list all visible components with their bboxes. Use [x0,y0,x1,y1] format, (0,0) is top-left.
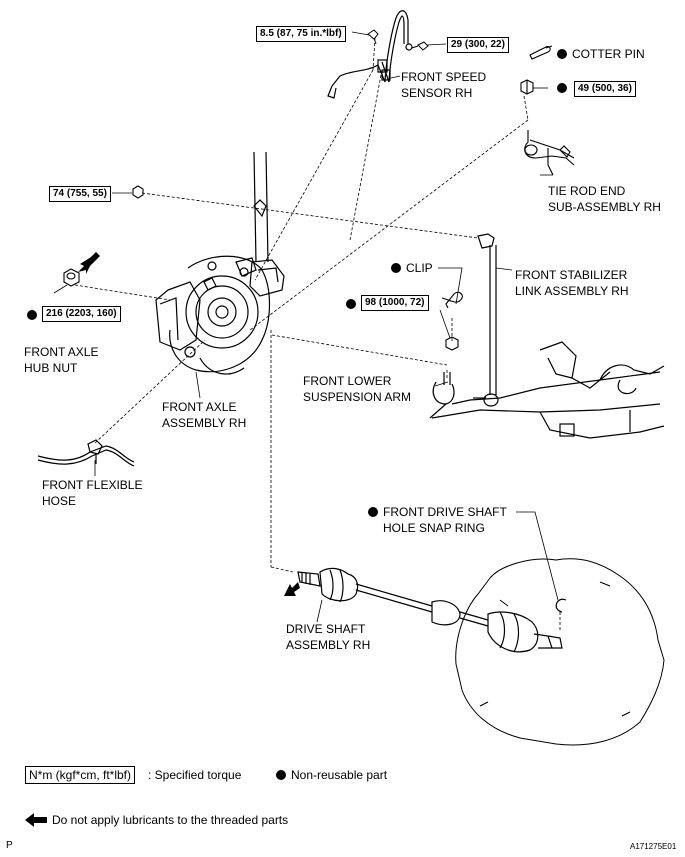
leader-lines [53,31,559,623]
no-lubricant-arrow-hub [78,252,100,274]
assembly-dashed-lines [74,37,561,632]
label-drive-shaft-line2: ASSEMBLY RH [286,638,371,652]
non-reusable-dot [276,770,286,780]
label-front-speed-sensor-line2: SENSOR RH [401,86,473,100]
label-tie-rod-end-line1: TIE ROD END [548,184,626,198]
footer-page-letter: P [6,840,13,851]
label-snap-ring-line1: FRONT DRIVE SHAFT [368,505,507,520]
label-front-axle-hub-nut-line1: FRONT AXLE [24,345,99,359]
label-front-stabilizer-line1: FRONT STABILIZER [515,268,628,282]
stabilizer-nut-part [132,185,144,199]
label-front-lower-arm-line2: SUSPENSION ARM [303,390,412,404]
snap-ring-part [555,598,567,613]
label-front-flexible-hose-line1: FRONT FLEXIBLE [42,478,143,492]
non-reusable-dot [346,299,356,309]
tie-rod-nut-torque-label [557,81,572,96]
label-clip: CLIP [391,261,433,276]
lower-arm-dot-holder [346,297,361,312]
label-tie-rod-end-line2: SUB-ASSEMBLY RH [548,200,661,214]
legend-torque-text: : Specified torque [148,768,242,782]
legend-torque-box: N*m (kgf*cm, ft*lbf) [25,766,136,784]
front-lower-suspension-arm [429,341,665,439]
front-speed-sensor [327,10,413,99]
label-front-flexible-hose-line2: HOSE [42,494,77,508]
non-reusable-dot [27,310,37,320]
front-axle-assembly-part [155,255,271,375]
legend-nonreusable: Non-reusable part [276,768,387,783]
drive-shaft-part [297,567,563,653]
tie-rod-end-part [524,130,575,176]
torque-tie-rod-nut: 49 (500, 36) [574,81,636,97]
footer-figure-id: A171275E01 [630,842,677,851]
label-front-lower-arm-line1: FRONT LOWER [303,374,392,388]
label-cotter-pin: COTTER PIN [557,47,645,62]
clip-part [441,291,463,309]
no-lubricant-arrow-shaft [284,582,300,596]
sensor-bolts [367,29,429,51]
label-drive-shaft-line1: DRIVE SHAFT [286,622,366,636]
cotter-pin-part [529,45,553,60]
label-front-stabilizer-line2: LINK ASSEMBLY RH [515,284,629,298]
lower-arm-nut-part [445,336,459,351]
transaxle-outline [455,558,665,746]
legend-arrow-text: Do not apply lubricants to the threaded … [52,813,289,827]
legend-arrow-icon [25,813,47,827]
label-front-speed-sensor-line1: FRONT SPEED [401,70,487,84]
torque-lower-arm-nut: 98 (1000, 72) [361,295,429,311]
non-reusable-dot [391,263,401,273]
front-flexible-hose-part [37,439,135,467]
non-reusable-dot [557,49,567,59]
hub-nut-dot-holder [27,308,42,323]
torque-speed-sensor-bolt: 8.5 (87, 75 in.*lbf) [256,26,346,42]
hub-nut-part [63,268,80,287]
torque-sensor-clamp-bolt: 29 (300, 22) [447,37,509,53]
label-front-axle-assembly-line2: ASSEMBLY RH [162,416,247,430]
tie-rod-nut-part [520,79,534,95]
torque-hub-nut: 216 (2203, 160) [42,306,121,322]
non-reusable-dot [368,507,378,517]
non-reusable-dot [557,83,567,93]
label-snap-ring-line2: HOLE SNAP RING [383,521,485,535]
label-front-axle-assembly-line1: FRONT AXLE [162,400,237,414]
stabilizer-link-part [473,233,499,407]
strut-part [249,151,285,297]
label-front-axle-hub-nut-line2: HUB NUT [24,361,78,375]
torque-stabilizer-nut: 74 (755, 55) [49,186,111,202]
